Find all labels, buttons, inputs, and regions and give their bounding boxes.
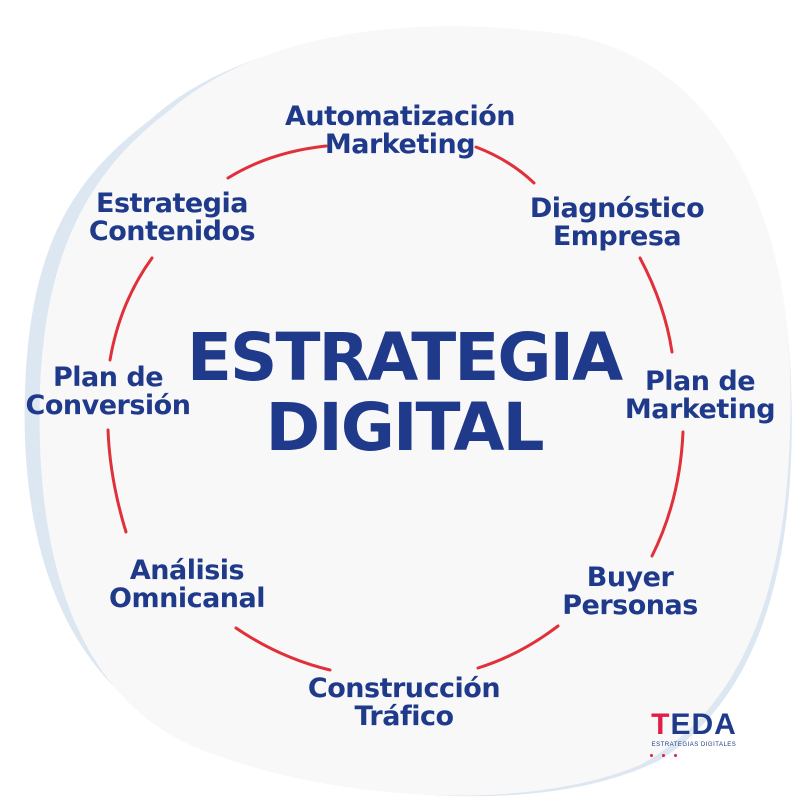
- ring-segment-6: [106, 428, 128, 534]
- node-estrategia-contenidos: Estrategia Contenidos: [88, 188, 256, 247]
- node-label-line1: Diagnóstico: [529, 193, 705, 224]
- node-label-line1: Análisis: [129, 555, 245, 586]
- node-label-line2: Omnicanal: [109, 583, 265, 614]
- teda-logo: TEDA ESTRATEGIAS DIGITALES: [646, 710, 742, 754]
- blob-background: [39, 26, 791, 796]
- logo-dot: [662, 754, 665, 757]
- logo-letters-eda: EDA: [670, 708, 737, 741]
- logo-dots: [650, 744, 686, 762]
- node-label-line1: Construcción: [307, 673, 501, 704]
- ring-segment-5: [234, 626, 332, 672]
- node-label-line2: Marketing: [624, 394, 776, 425]
- logo-wordmark: TEDA: [646, 710, 742, 740]
- cycle-ring: [106, 144, 685, 672]
- node-analisis-omnicanal: Análisis Omnicanal: [109, 557, 265, 613]
- node-label-line1: Automatización: [284, 101, 516, 132]
- node-buyer-personas: Buyer Personas: [562, 564, 698, 620]
- center-title: ESTRATEGIA DIGITAL: [186, 319, 623, 466]
- ring-segment-7: [108, 256, 154, 362]
- node-label-line2: Personas: [562, 590, 698, 621]
- node-label-line1: Plan de: [644, 366, 756, 397]
- logo-dot: [650, 754, 653, 757]
- node-label-line2: Contenidos: [88, 216, 256, 247]
- ring-segment-4: [476, 624, 560, 670]
- node-plan-de-marketing: Plan de Marketing: [624, 366, 776, 425]
- logo-subtitle: ESTRATEGIAS DIGITALES: [651, 742, 737, 748]
- node-automatizacion-marketing: Automatización Marketing: [284, 101, 516, 160]
- ring-segment-8: [226, 144, 328, 180]
- node-label-line2: Tráfico: [354, 701, 454, 732]
- node-label-line1: Buyer: [586, 562, 674, 593]
- center-title-line1: ESTRATEGIA: [186, 319, 623, 396]
- node-plan-de-conversion: Plan de Conversión: [26, 364, 191, 420]
- node-construccion-trafico: Construcción Tráfico: [307, 673, 501, 732]
- ring-segment-1: [474, 145, 536, 185]
- logo-letter-t: T: [651, 708, 671, 741]
- ring-segment-3: [650, 430, 685, 558]
- node-label-line2: Conversión: [25, 390, 191, 421]
- ring-segment-2: [638, 256, 674, 354]
- node-diagnostico-empresa: Diagnóstico Empresa: [529, 193, 705, 252]
- node-label-line1: Plan de: [52, 362, 164, 393]
- node-label-line2: Empresa: [552, 221, 682, 252]
- center-title-line2: DIGITAL: [265, 389, 544, 466]
- node-label-line1: Estrategia: [96, 188, 248, 219]
- node-label-line2: Marketing: [324, 129, 476, 160]
- logo-dot: [674, 754, 677, 757]
